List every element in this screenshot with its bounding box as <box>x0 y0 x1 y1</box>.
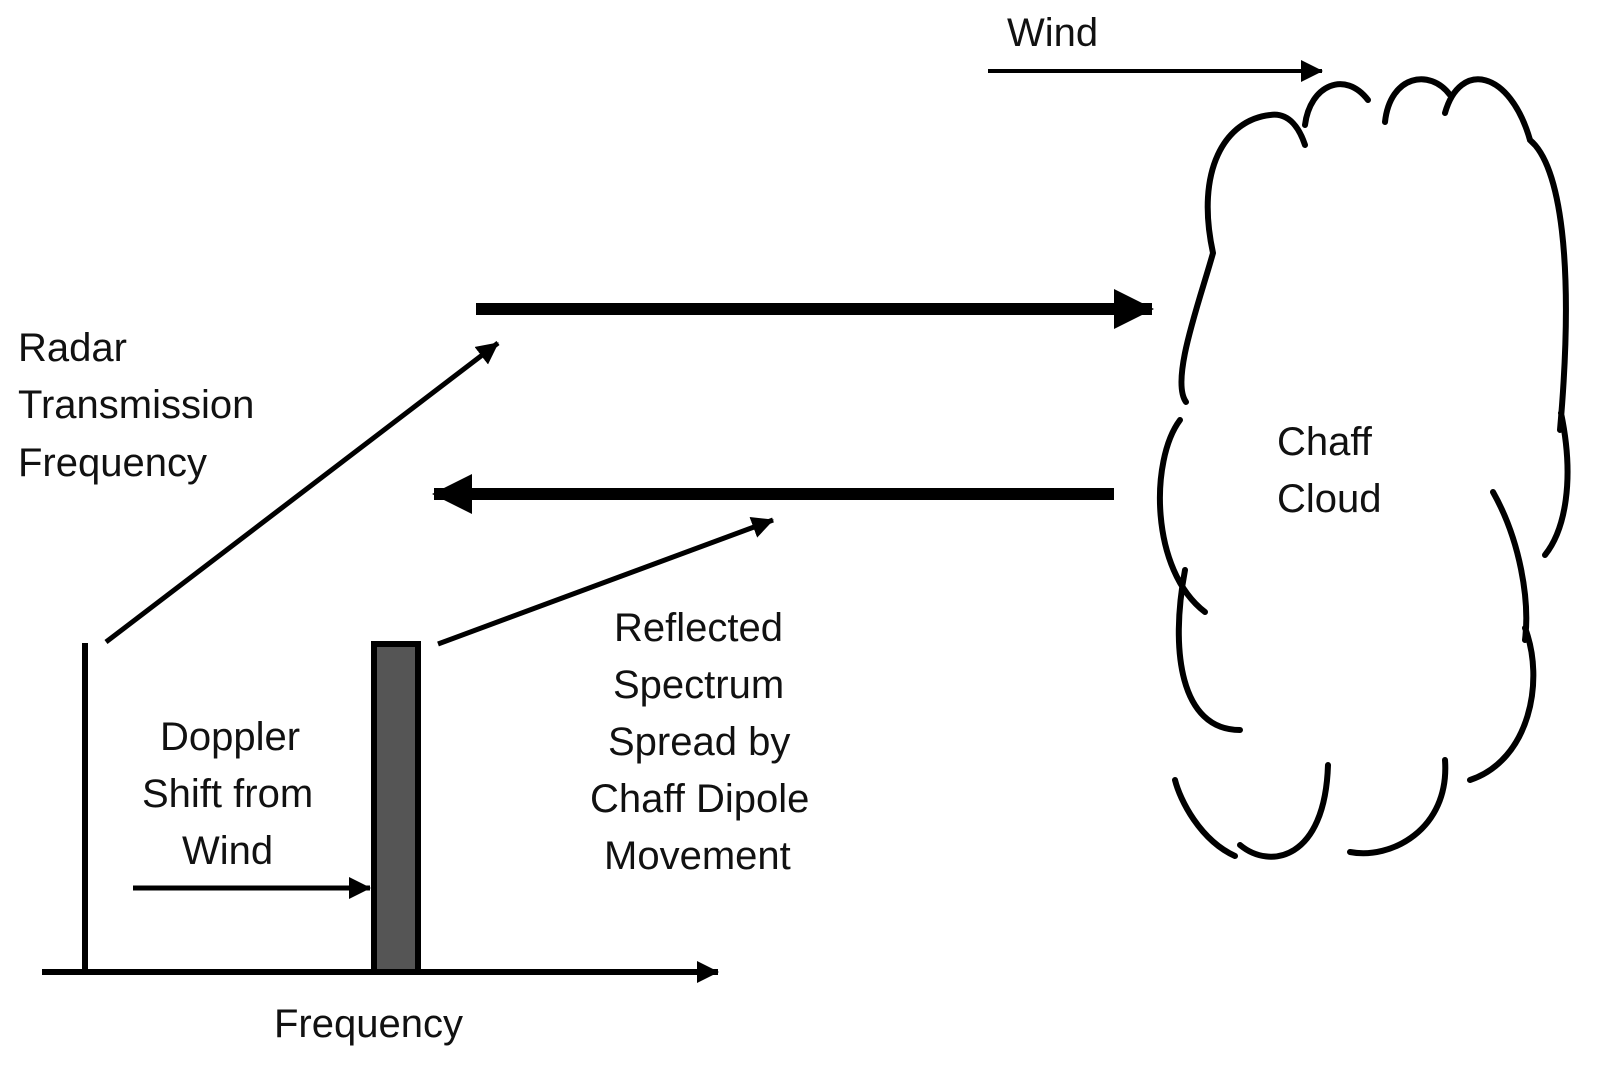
tx-pointer-arrow <box>104 341 500 644</box>
wind-label: Wind <box>1007 11 1098 55</box>
radar-tx-label-3: Frequency <box>18 441 207 485</box>
doppler-label-2: Shift from <box>142 772 313 816</box>
chaff-cloud-shape <box>1156 76 1571 860</box>
chaff-cloud-label-2: Cloud <box>1277 477 1382 521</box>
reflected-label-5: Movement <box>604 834 791 878</box>
reflected-label-1: Reflected <box>614 606 783 650</box>
frequency-axis-label: Frequency <box>274 1002 463 1046</box>
radar-tx-label-1: Radar <box>18 326 127 370</box>
doppler-label-1: Doppler <box>160 715 300 759</box>
chaff-cloud-label-1: Chaff <box>1277 420 1373 464</box>
radar-tx-label-2: Transmission <box>18 383 254 427</box>
reflected-pointer-arrow <box>437 516 774 647</box>
reflected-label-4: Chaff Dipole <box>590 777 809 821</box>
reflected-label-2: Spectrum <box>613 663 784 707</box>
reflected-label-3: Spread by <box>608 720 790 764</box>
doppler-label-3: Wind <box>182 829 273 873</box>
reflected-spectrum-bar <box>371 641 421 975</box>
